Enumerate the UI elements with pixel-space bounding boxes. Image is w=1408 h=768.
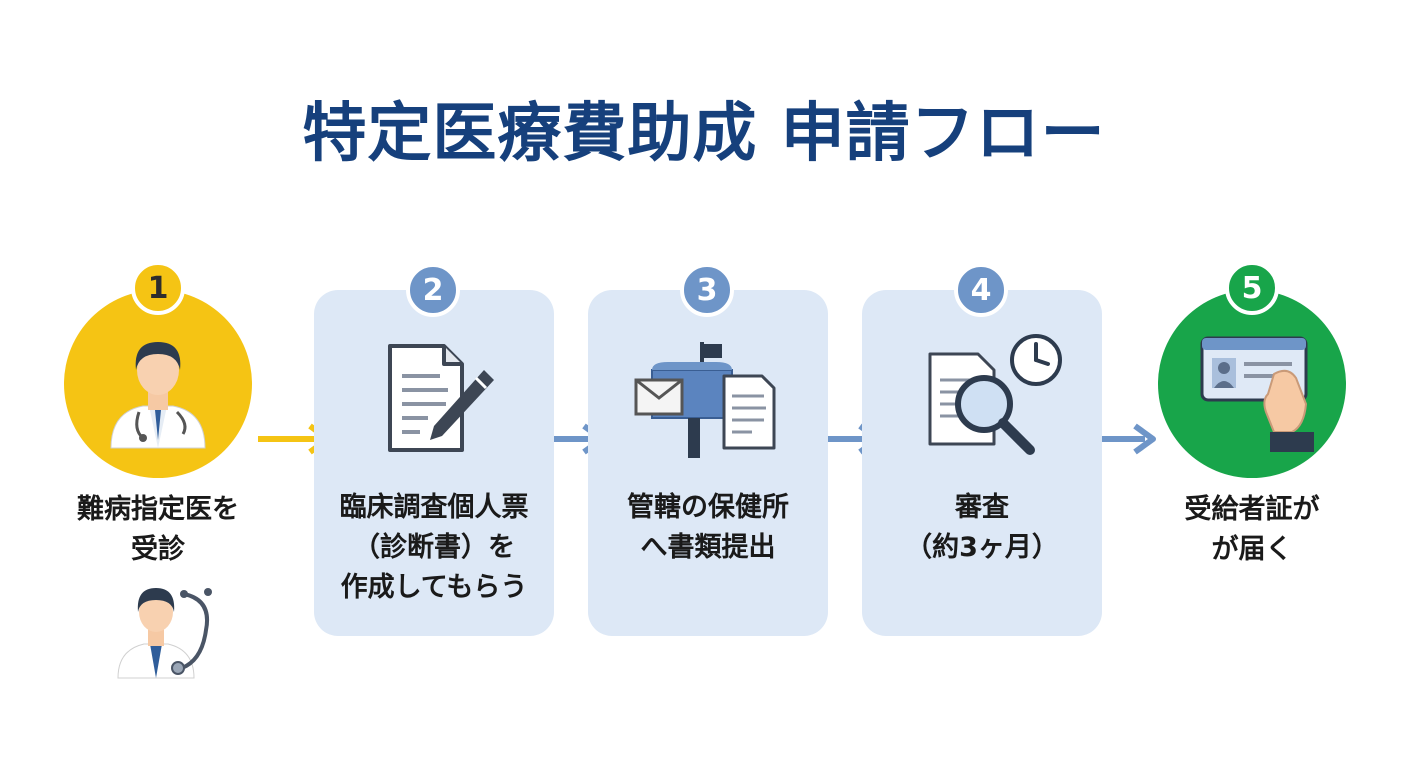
step-3-badge: 3 [680,263,734,317]
step-5-label: 受給者証が が届く [1184,494,1320,565]
step-5-badge: 5 [1225,261,1279,315]
doctor-stethoscope-icon [117,588,212,679]
id-card-hand-icon [1200,336,1314,452]
step-1-label: 難病指定医を 受診 [77,494,239,565]
step-4-label: 審査 （約3ヶ月） [905,492,1059,563]
step-2-badge: 2 [406,263,460,317]
review-magnifier-icon [928,334,1062,455]
document-pen-icon [388,344,494,452]
step-1-badge: 1 [131,261,185,315]
page-title: 特定医療費助成 申請フロー [302,97,1106,171]
step-4-card [862,290,1102,636]
mailbox-icon [634,342,776,458]
step-2-label: 臨床調査個人票 （診断書）を 作成してもらう [339,492,529,603]
doctor-icon [110,342,206,449]
step-4-badge: 4 [954,263,1008,317]
step-3-label: 管轄の保健所 へ書類提出 [627,492,789,563]
